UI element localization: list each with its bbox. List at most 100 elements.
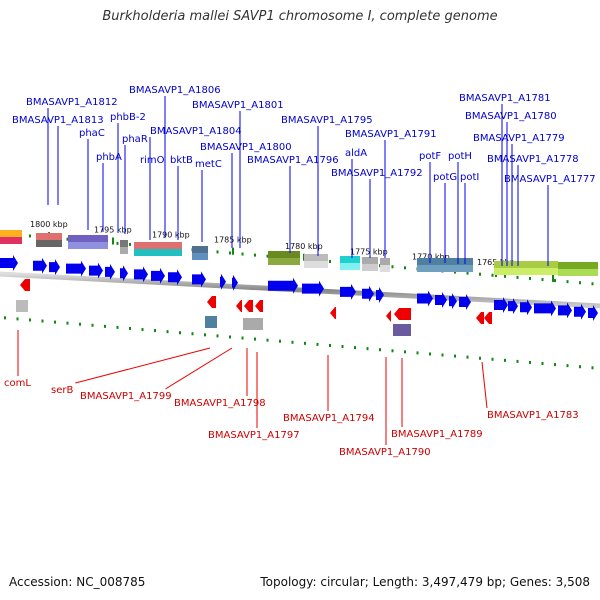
reverse-rail-dot bbox=[591, 366, 594, 370]
reverse-rail-dot bbox=[166, 330, 169, 334]
gene-feature-block bbox=[304, 261, 328, 268]
forward-rail-dot bbox=[216, 250, 219, 254]
forward-rail-dot bbox=[516, 275, 519, 279]
reverse-gene-arrow bbox=[236, 300, 242, 312]
reverse-rail-dot bbox=[391, 349, 394, 353]
reverse-gene-arrow bbox=[244, 300, 253, 312]
reverse-rail-dot bbox=[529, 360, 531, 364]
reverse-rail-dot bbox=[104, 324, 106, 328]
reverse-rail-dot bbox=[79, 322, 81, 326]
reverse-rail-dot bbox=[416, 351, 419, 355]
reverse-rail-dot bbox=[516, 359, 519, 363]
reverse-rail-dot bbox=[116, 325, 119, 329]
reverse-gene-label: BMASAVP1_A1790 bbox=[339, 447, 431, 458]
reverse-rail-dot bbox=[129, 326, 131, 330]
forward-gene-label: BMASAVP1_A1781 bbox=[459, 93, 551, 104]
reverse-rail-dot bbox=[229, 335, 231, 339]
forward-gene-arrow bbox=[435, 291, 447, 308]
reverse-rail-dot bbox=[29, 318, 31, 322]
reverse-rail-dot bbox=[354, 346, 356, 350]
reverse-rail-dot bbox=[379, 348, 381, 352]
gene-feature-block bbox=[417, 265, 473, 272]
gene-feature-block bbox=[558, 269, 598, 276]
forward-rail-dot bbox=[254, 253, 256, 257]
forward-gene-label: BMASAVP1_A1796 bbox=[247, 155, 339, 166]
forward-gene-arrow bbox=[151, 267, 165, 284]
forward-gene-label: BMASAVP1_A1804 bbox=[150, 126, 242, 137]
forward-gene-label: BMASAVP1_A1812 bbox=[26, 97, 118, 108]
forward-rail-dot bbox=[391, 265, 394, 269]
forward-gene-arrow bbox=[232, 274, 238, 291]
reverse-rail-dot bbox=[91, 323, 94, 327]
forward-gene-arrow bbox=[534, 300, 556, 317]
reverse-gene-label: BMASAVP1_A1797 bbox=[208, 430, 300, 441]
tick-label: 1785 kbp bbox=[214, 236, 252, 245]
forward-gene-arrow bbox=[376, 286, 384, 303]
feature-layer bbox=[0, 230, 598, 336]
forward-gene-arrow bbox=[459, 294, 471, 311]
reverse-rail-dot bbox=[254, 337, 256, 341]
forward-gene-arrow bbox=[508, 298, 518, 315]
major-tick bbox=[552, 274, 554, 282]
forward-gene-label: potH bbox=[448, 151, 472, 162]
reverse-rail-dot bbox=[554, 363, 556, 367]
forward-gene-arrow bbox=[558, 302, 572, 319]
forward-gene-arrow bbox=[574, 303, 586, 320]
reverse-label-line bbox=[481, 361, 488, 409]
forward-rail-dot bbox=[229, 251, 231, 255]
reverse-rail-dot bbox=[16, 317, 19, 321]
reverse-label-line bbox=[75, 347, 211, 384]
reverse-rail-dot bbox=[154, 329, 156, 333]
forward-rail-dot bbox=[266, 254, 269, 258]
major-tick bbox=[112, 237, 114, 245]
reverse-rail-dot bbox=[216, 334, 219, 338]
reverse-rail-dot bbox=[266, 338, 269, 342]
tick-label: 1790 kbp bbox=[152, 230, 190, 239]
reverse-gene-arrow bbox=[394, 308, 411, 320]
forward-rail-dot bbox=[66, 237, 69, 241]
forward-gene-arrow bbox=[192, 271, 206, 288]
tick-label: 1780 kbp bbox=[285, 242, 323, 251]
reverse-rail-dot bbox=[241, 336, 244, 340]
forward-gene-label: metC bbox=[195, 159, 222, 170]
reverse-rail-dot bbox=[366, 347, 369, 351]
forward-gene-arrow bbox=[449, 293, 457, 310]
reverse-rail-dot bbox=[316, 342, 319, 346]
forward-gene-label: phbA bbox=[96, 152, 122, 163]
tick-label: 1800 kbp bbox=[30, 220, 68, 229]
forward-gene-arrow bbox=[49, 259, 60, 276]
forward-rail-dot bbox=[29, 234, 31, 238]
forward-gene-label: phbB-2 bbox=[110, 112, 146, 123]
forward-gene-label: bktB bbox=[170, 155, 193, 166]
map-title: Burkholderia mallei SAVP1 chromosome I, … bbox=[102, 9, 498, 24]
forward-gene-arrow bbox=[588, 304, 598, 321]
reverse-gene-arrow bbox=[255, 300, 263, 312]
forward-rail-dot bbox=[579, 281, 581, 285]
forward-gene-arrow bbox=[120, 265, 128, 282]
gene-feature-block bbox=[0, 237, 22, 244]
reverse-rail-dot bbox=[479, 356, 481, 360]
reverse-gene-arrow bbox=[386, 310, 391, 322]
forward-gene-arrow bbox=[220, 273, 226, 290]
forward-gene-arrow bbox=[66, 260, 86, 277]
forward-gene-arrow bbox=[362, 285, 374, 302]
gene-feature-block bbox=[340, 256, 360, 263]
gene-feature-block bbox=[68, 242, 108, 249]
major-tick bbox=[232, 247, 234, 255]
reverse-feature-block bbox=[393, 324, 411, 336]
reverse-gene-label: BMASAVP1_A1794 bbox=[283, 413, 375, 424]
forward-gene-arrow bbox=[417, 290, 433, 307]
reverse-rail-dot bbox=[579, 365, 581, 369]
forward-rail-dot bbox=[591, 282, 594, 286]
forward-gene-arrow bbox=[520, 299, 532, 316]
reverse-rail-dot bbox=[141, 328, 144, 332]
gene-feature-block bbox=[36, 240, 62, 247]
reverse-rail-dot bbox=[566, 364, 569, 368]
reverse-gene-arrow bbox=[207, 296, 216, 308]
tick-label: 1795 kbp bbox=[94, 226, 132, 235]
forward-gene-arrow bbox=[494, 296, 508, 313]
forward-gene-label: phaC bbox=[79, 128, 105, 139]
reverse-gene-arrow bbox=[20, 279, 30, 291]
forward-gene-arrow bbox=[340, 283, 356, 300]
reverse-rail-dot bbox=[404, 350, 406, 354]
